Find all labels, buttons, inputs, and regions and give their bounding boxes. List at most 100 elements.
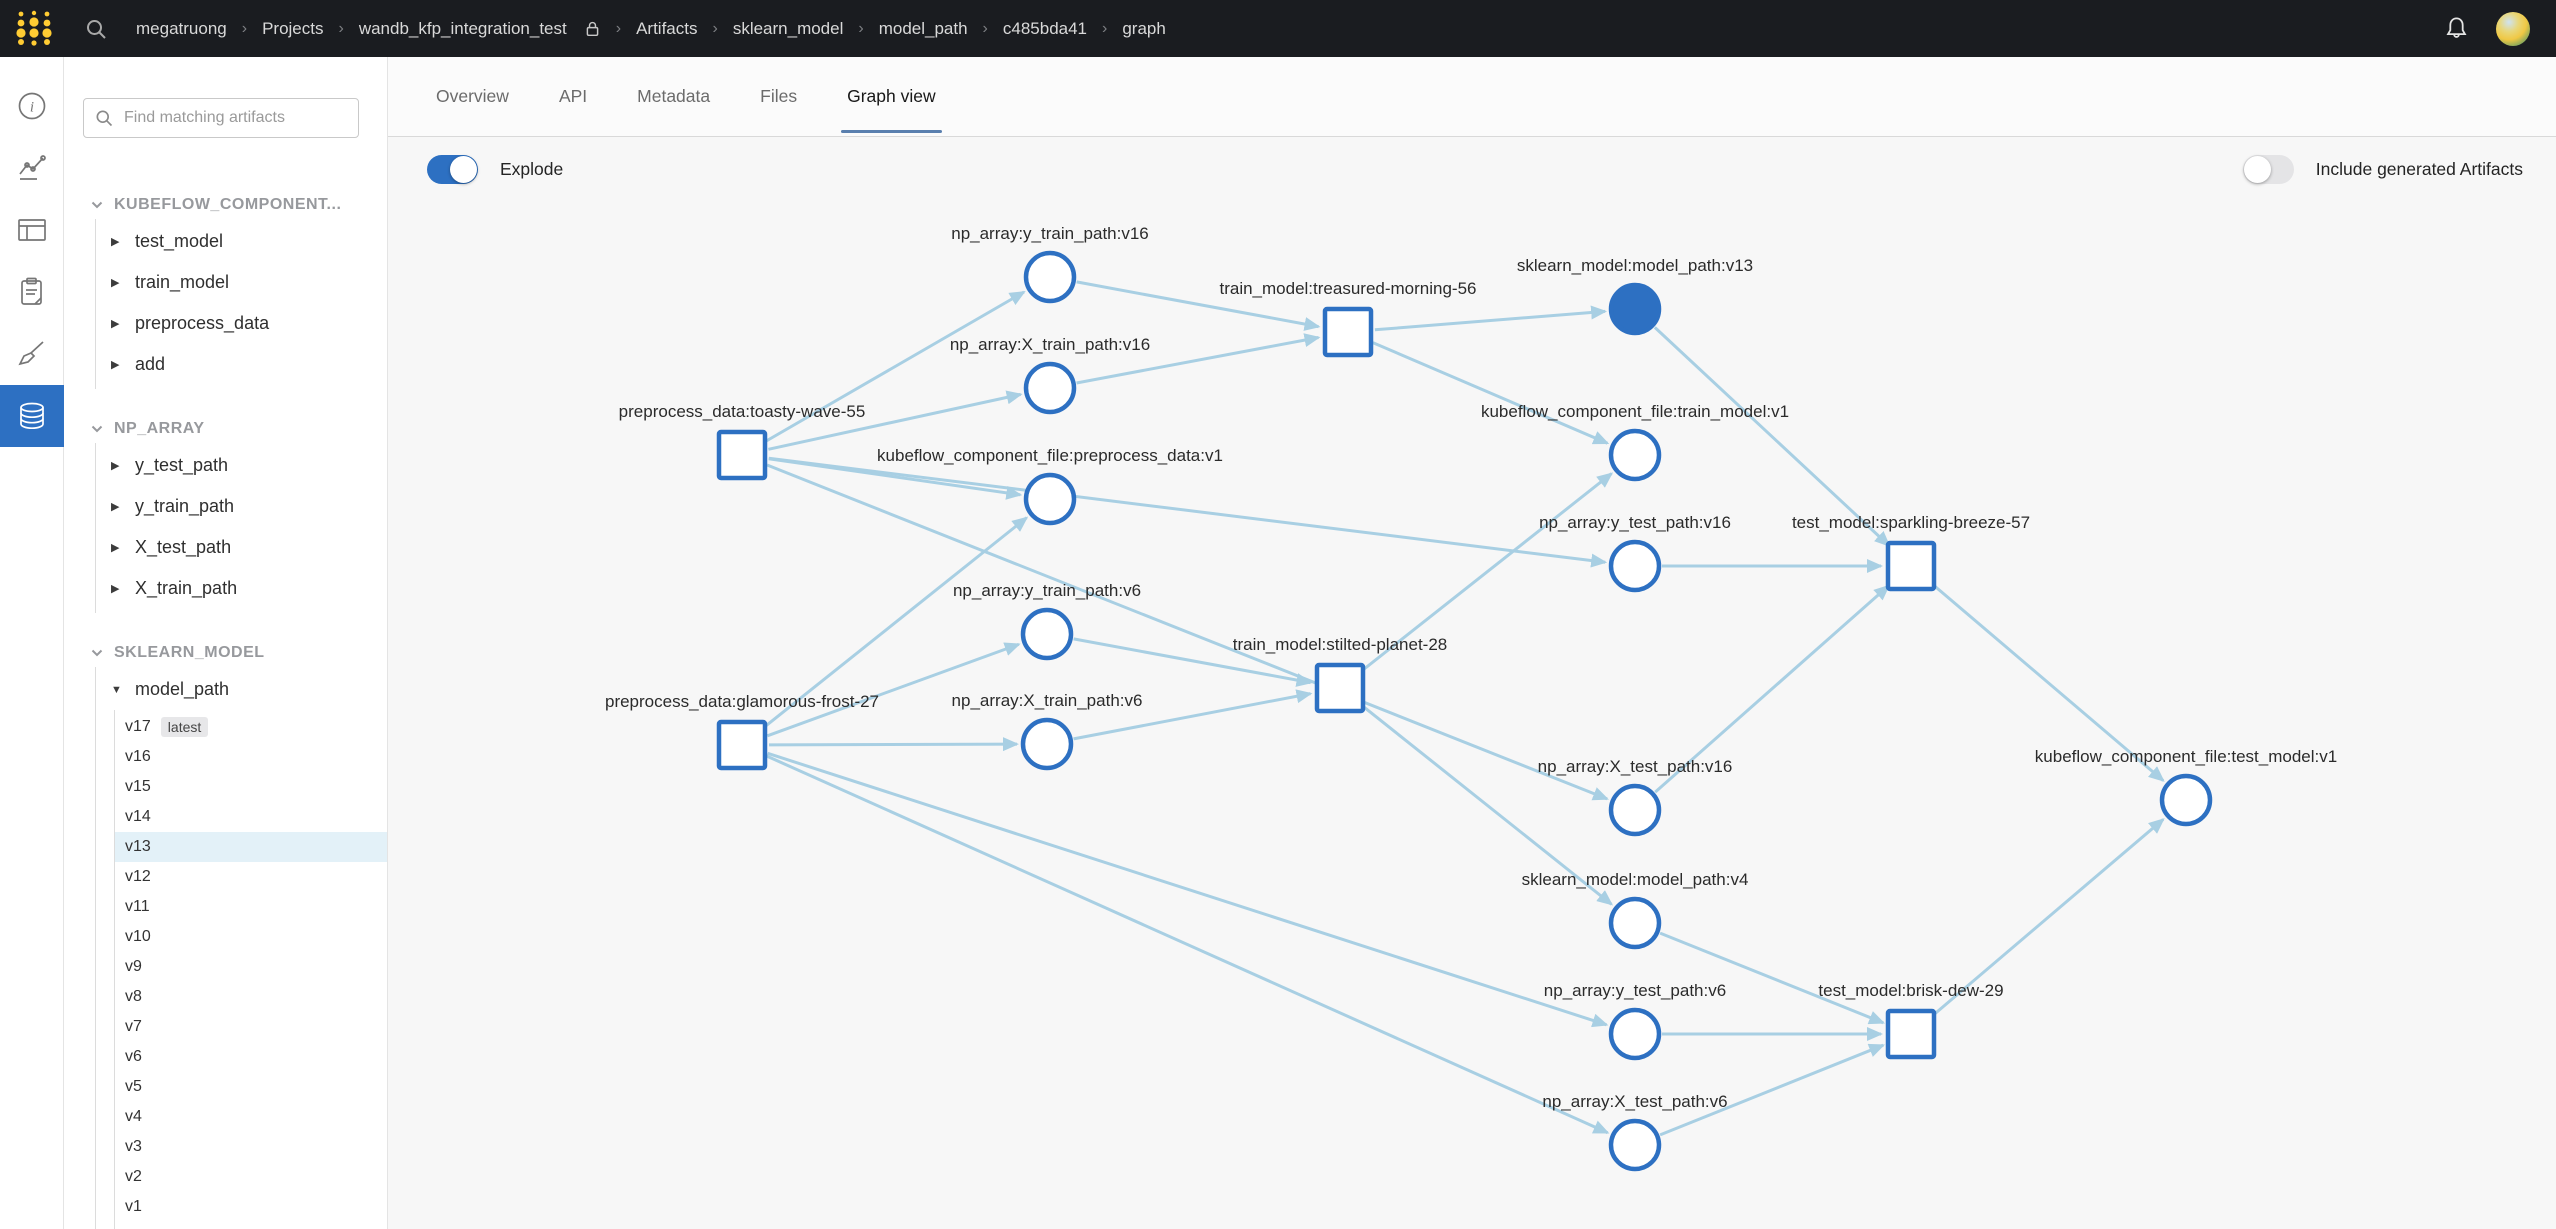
- version-v6[interactable]: v6: [115, 1042, 387, 1072]
- version-v1[interactable]: v1: [115, 1192, 387, 1222]
- graph-node-modelv4[interactable]: [1608, 896, 1662, 950]
- graph-node-toasty[interactable]: [716, 429, 768, 481]
- graph-node-ytest6[interactable]: [1608, 1007, 1662, 1061]
- breadcrumb-item-sklearn_model[interactable]: sklearn_model: [732, 18, 844, 38]
- breadcrumb-item-wandb_kfp_integration_test[interactable]: wandb_kfp_integration_test: [358, 18, 567, 38]
- version-label: v15: [125, 778, 151, 795]
- version-label: v5: [125, 1078, 142, 1095]
- graph-node-xtrain16[interactable]: [1023, 361, 1077, 415]
- version-v9[interactable]: v9: [115, 952, 387, 982]
- tab-overview[interactable]: Overview: [436, 86, 509, 106]
- rail-item-info[interactable]: i: [0, 75, 64, 137]
- sidebar-item-train_model[interactable]: ▶train_model: [96, 262, 387, 303]
- graph-node-ytest16[interactable]: [1608, 539, 1662, 593]
- breadcrumb-item-Artifacts[interactable]: Artifacts: [636, 18, 698, 38]
- graph-node-treasured[interactable]: [1322, 306, 1374, 358]
- version-label: v13: [125, 838, 151, 855]
- version-v8[interactable]: v8: [115, 982, 387, 1012]
- user-avatar[interactable]: [2496, 11, 2530, 46]
- magnifier-icon: [96, 110, 113, 127]
- rail-item-reports[interactable]: [0, 261, 64, 323]
- graph-edge-glamorous-ytest6: [767, 751, 1609, 1028]
- graph-node-traincomp[interactable]: [1608, 428, 1662, 482]
- tab-graph-view[interactable]: Graph view: [841, 57, 942, 136]
- tree-group-header[interactable]: KUBEFLOW_COMPONENT...: [64, 191, 387, 219]
- rail-item-artifacts[interactable]: [0, 385, 64, 447]
- graph-node-stilted[interactable]: [1314, 662, 1366, 714]
- tab-api[interactable]: API: [558, 86, 588, 106]
- version-label: v12: [125, 868, 151, 885]
- graph-edge-toasty-ytest16: [768, 456, 1608, 568]
- sidebar-item-preprocess_data[interactable]: ▶preprocess_data: [96, 303, 387, 344]
- graph-edge-treasured-traincomp: [1372, 341, 1610, 445]
- graph-node-label: np_array:y_train_path:v6: [953, 581, 1141, 600]
- artifact-search-box[interactable]: [83, 98, 359, 138]
- sidebar-item-y_test_path[interactable]: ▶y_test_path: [96, 445, 387, 486]
- sidebar-item-label: y_test_path: [135, 455, 229, 475]
- include-generated-toggle[interactable]: [2242, 155, 2294, 184]
- tree-group-np-array: NP_ARRAY▶y_test_path▶y_train_path▶X_test…: [64, 415, 387, 613]
- graph-node-ytrain16[interactable]: [1023, 250, 1077, 304]
- version-v3[interactable]: v3: [115, 1132, 387, 1162]
- version-v16[interactable]: v16: [115, 742, 387, 772]
- version-v10[interactable]: v10: [115, 922, 387, 952]
- version-v4[interactable]: v4: [115, 1102, 387, 1132]
- graph-node-precomp[interactable]: [1023, 472, 1077, 526]
- sidebar-item-model_path[interactable]: ▼model_path: [96, 669, 387, 710]
- caret-right-icon: ▶: [111, 318, 120, 330]
- rail-item-sweeps[interactable]: [0, 323, 64, 385]
- version-v11[interactable]: v11: [115, 892, 387, 922]
- graph-node-xtrain6[interactable]: [1020, 717, 1074, 771]
- graph-node-label: np_array:X_train_path:v16: [950, 335, 1150, 354]
- rail-item-tables[interactable]: [0, 199, 64, 261]
- graph-node-testcomp[interactable]: [2159, 773, 2213, 827]
- wandb-logo-icon[interactable]: [14, 9, 54, 49]
- sidebar-item-test_model[interactable]: ▶test_model: [96, 221, 387, 262]
- include-generated-label: Include generated Artifacts: [2315, 159, 2523, 179]
- breadcrumb-separator: ›: [338, 19, 344, 37]
- version-v15[interactable]: v15: [115, 772, 387, 802]
- breadcrumb-item-graph[interactable]: graph: [1122, 18, 1166, 38]
- version-label: v7: [125, 1018, 142, 1035]
- graph-node-glamorous[interactable]: [716, 719, 768, 771]
- sidebar-item-add[interactable]: ▶add: [96, 344, 387, 385]
- graph-node-label: kubeflow_component_file:train_model:v1: [1481, 402, 1789, 421]
- graph-node-brisk[interactable]: [1885, 1008, 1937, 1060]
- graph-edge-stilted-traincomp: [1360, 472, 1614, 673]
- version-v12[interactable]: v12: [115, 862, 387, 892]
- breadcrumb-item-c485bda41[interactable]: c485bda41: [1002, 18, 1088, 38]
- version-v2[interactable]: v2: [115, 1162, 387, 1192]
- breadcrumb-item-model_path[interactable]: model_path: [878, 18, 968, 38]
- breadcrumb-item-megatruong[interactable]: megatruong: [136, 18, 227, 38]
- version-label: v2: [125, 1168, 142, 1185]
- sidebar-item-y_train_path[interactable]: ▶y_train_path: [96, 486, 387, 527]
- caret-down-icon: ▼: [111, 683, 122, 696]
- version-v7[interactable]: v7: [115, 1012, 387, 1042]
- version-v14[interactable]: v14: [115, 802, 387, 832]
- tree-group-header[interactable]: SKLEARN_MODEL: [64, 639, 387, 667]
- tab-metadata[interactable]: Metadata: [637, 86, 711, 106]
- graph-node-sparkling[interactable]: [1885, 540, 1937, 592]
- breadcrumb-separator: ›: [858, 19, 864, 37]
- rail-item-charts[interactable]: [0, 137, 64, 199]
- breadcrumb-separator: ›: [241, 19, 248, 37]
- graph-node-ytrain6[interactable]: [1020, 607, 1074, 661]
- graph-node-modelv13[interactable]: [1608, 282, 1662, 336]
- search-icon[interactable]: [84, 17, 108, 41]
- version-v5[interactable]: v5: [115, 1072, 387, 1102]
- tree-group-header[interactable]: NP_ARRAY: [64, 415, 387, 443]
- sidebar-item-X_train_path[interactable]: ▶X_train_path: [96, 568, 387, 609]
- version-v0[interactable]: v0: [115, 1222, 387, 1229]
- breadcrumb-item-Projects[interactable]: Projects: [262, 18, 324, 38]
- explode-toggle[interactable]: [427, 155, 478, 184]
- sidebar-item-X_test_path[interactable]: ▶X_test_path: [96, 527, 387, 568]
- version-v13[interactable]: v13: [115, 832, 387, 862]
- notifications-bell-icon[interactable]: [2443, 15, 2470, 42]
- tab-files[interactable]: Files: [760, 86, 798, 106]
- graph-node-xtest6[interactable]: [1608, 1118, 1662, 1172]
- graph-node-xtest16[interactable]: [1608, 783, 1662, 837]
- artifact-search-input[interactable]: [124, 109, 344, 127]
- tree-group-children: ▶test_model▶train_model▶preprocess_data▶…: [95, 219, 387, 389]
- graph-node-label: np_array:y_test_path:v6: [1544, 981, 1726, 1000]
